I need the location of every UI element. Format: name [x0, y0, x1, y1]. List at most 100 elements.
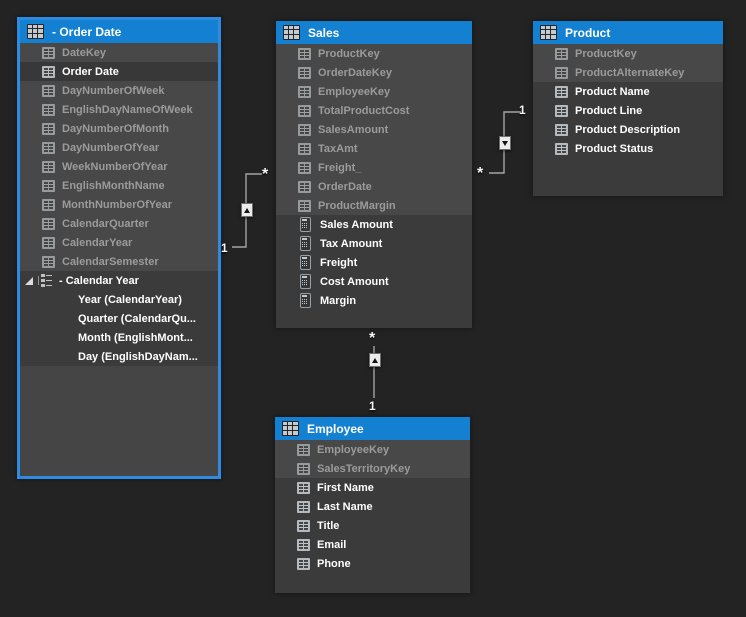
hierarchy-level[interactable]: Year (CalendarYear) — [20, 290, 218, 309]
column-icon — [42, 217, 55, 230]
column-icon — [555, 85, 568, 98]
field-row[interactable]: Freight_ — [276, 158, 472, 177]
field-row[interactable]: CalendarQuarter — [20, 214, 218, 233]
table-employee[interactable]: Employee EmployeeKey SalesTerritoryKey F… — [275, 417, 470, 593]
column-icon — [42, 141, 55, 154]
table-title: - Order Date — [52, 24, 122, 39]
measure-label: Tax Amount — [320, 237, 383, 250]
hierarchy-row[interactable]: - Calendar Year — [20, 271, 218, 290]
table-order-date[interactable]: - Order Date DateKey Order Date DayNumbe… — [17, 17, 221, 479]
field-row[interactable]: EmployeeKey — [275, 440, 470, 459]
measure-row[interactable]: Sales Amount — [276, 215, 472, 234]
hierarchy-level[interactable]: Day (EnglishDayNam... — [20, 347, 218, 366]
measure-row[interactable]: Freight — [276, 253, 472, 272]
calculator-icon — [300, 236, 311, 251]
field-label: First Name — [317, 481, 374, 494]
column-icon — [298, 47, 311, 60]
calculator-icon — [300, 255, 311, 270]
column-icon — [555, 66, 568, 79]
field-row[interactable]: Phone — [275, 554, 470, 573]
hierarchy-level[interactable]: Month (EnglishMont... — [20, 328, 218, 347]
field-label: ProductKey — [575, 47, 637, 60]
column-icon — [42, 65, 55, 78]
field-row[interactable]: OrderDateKey — [276, 63, 472, 82]
field-label: OrderDateKey — [318, 66, 392, 79]
field-label: EnglishMonthName — [62, 179, 165, 192]
table-sales[interactable]: Sales ProductKey OrderDateKey EmployeeKe… — [276, 21, 472, 328]
measure-row[interactable]: Tax Amount — [276, 234, 472, 253]
fields-section-visible: First Name Last Name Title Email Phone — [275, 478, 470, 573]
field-row[interactable]: ProductAlternateKey — [533, 63, 723, 82]
arrow-up-icon — [244, 207, 250, 213]
field-label: SalesTerritoryKey — [317, 462, 411, 475]
field-row[interactable]: EmployeeKey — [276, 82, 472, 101]
column-icon — [298, 85, 311, 98]
field-label: TaxAmt — [318, 142, 358, 155]
table-title: Employee — [307, 421, 364, 436]
hierarchy-level[interactable]: Quarter (CalendarQu... — [20, 309, 218, 328]
field-row[interactable]: Product Description — [533, 120, 723, 139]
field-row[interactable]: TotalProductCost — [276, 101, 472, 120]
table-empty-area — [275, 573, 470, 593]
field-row[interactable]: Product Name — [533, 82, 723, 101]
field-row[interactable]: EnglishMonthName — [20, 176, 218, 195]
filter-direction-box[interactable] — [499, 136, 511, 150]
column-icon — [297, 557, 310, 570]
field-label: TotalProductCost — [318, 104, 410, 117]
field-row[interactable]: Email — [275, 535, 470, 554]
field-row[interactable]: DayNumberOfMonth — [20, 119, 218, 138]
field-label: Product Line — [575, 104, 643, 117]
field-row[interactable]: ProductKey — [533, 44, 723, 63]
fields-section: DateKey Order Date DayNumberOfWeek Engli… — [20, 43, 218, 271]
table-empty-area — [276, 310, 472, 328]
cardinality-many-label: * — [262, 166, 269, 183]
hierarchy-icon — [38, 274, 52, 287]
field-row[interactable]: CalendarSemester — [20, 252, 218, 271]
field-row[interactable]: Product Line — [533, 101, 723, 120]
measure-row[interactable]: Margin — [276, 291, 472, 310]
field-row[interactable]: CalendarYear — [20, 233, 218, 252]
field-row[interactable]: SalesAmount — [276, 120, 472, 139]
column-icon — [298, 66, 311, 79]
field-row[interactable]: Last Name — [275, 497, 470, 516]
field-row[interactable]: TaxAmt — [276, 139, 472, 158]
field-row[interactable]: OrderDate — [276, 177, 472, 196]
field-row[interactable]: SalesTerritoryKey — [275, 459, 470, 478]
table-header-order-date[interactable]: - Order Date — [20, 20, 218, 43]
field-row[interactable]: First Name — [275, 478, 470, 497]
expander-icon[interactable] — [25, 276, 33, 285]
calculator-icon — [300, 217, 311, 232]
field-label: Freight_ — [318, 161, 362, 174]
field-row[interactable]: DayNumberOfWeek — [20, 81, 218, 100]
column-icon — [555, 142, 568, 155]
arrow-down-icon — [502, 140, 508, 146]
field-row[interactable]: WeekNumberOfYear — [20, 157, 218, 176]
field-row[interactable]: ProductKey — [276, 44, 472, 63]
filter-direction-box[interactable] — [241, 203, 253, 217]
cardinality-many-label: * — [369, 330, 376, 347]
field-row[interactable]: Title — [275, 516, 470, 535]
field-row[interactable]: ProductMargin — [276, 196, 472, 215]
table-grid-icon — [540, 25, 557, 40]
field-row[interactable]: DateKey — [20, 43, 218, 62]
table-header-product[interactable]: Product — [533, 21, 723, 44]
field-label: Last Name — [317, 500, 373, 513]
field-row-selected[interactable]: Order Date — [20, 62, 218, 81]
field-row[interactable]: Product Status — [533, 139, 723, 158]
table-header-employee[interactable]: Employee — [275, 417, 470, 440]
field-row[interactable]: EnglishDayNameOfWeek — [20, 100, 218, 119]
column-icon — [42, 84, 55, 97]
fields-section: ProductKey ProductAlternateKey — [533, 44, 723, 82]
measure-label: Sales Amount — [320, 218, 393, 231]
field-row[interactable]: DayNumberOfYear — [20, 138, 218, 157]
field-label: EnglishDayNameOfWeek — [62, 103, 193, 116]
measure-row[interactable]: Cost Amount — [276, 272, 472, 291]
column-icon — [42, 103, 55, 116]
filter-direction-box[interactable] — [369, 353, 381, 367]
table-header-sales[interactable]: Sales — [276, 21, 472, 44]
table-product[interactable]: Product ProductKey ProductAlternateKey P… — [533, 21, 723, 196]
field-row[interactable]: MonthNumberOfYear — [20, 195, 218, 214]
column-icon — [42, 46, 55, 59]
field-label: WeekNumberOfYear — [62, 160, 168, 173]
